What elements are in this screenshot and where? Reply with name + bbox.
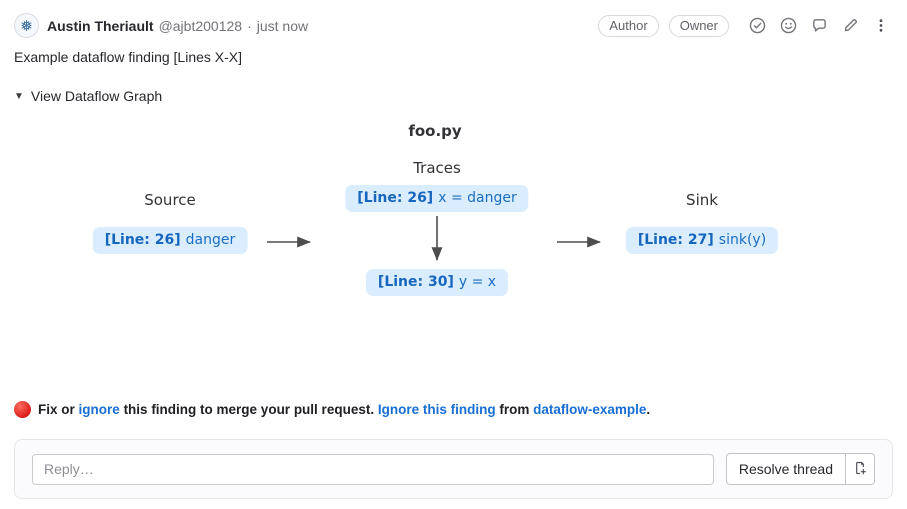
more-actions-button[interactable] [871, 15, 891, 36]
finding-title: Example dataflow finding [Lines X-X] [14, 49, 243, 65]
pencil-icon [842, 17, 859, 34]
source-node-code: danger [185, 232, 236, 248]
create-issue-icon [852, 460, 868, 479]
red-circle-icon [14, 401, 31, 418]
owner-badge: Owner [668, 14, 729, 37]
graph-sink-label: Sink [686, 191, 718, 209]
warning-text: Fix or ignore this finding to merge your… [38, 402, 650, 417]
avatar[interactable]: ❅ [14, 13, 39, 38]
chevron-down-icon: ▼ [14, 90, 24, 102]
meta-separator: · [247, 17, 252, 34]
sink-node-line: [Line: 27] [637, 232, 714, 248]
ignore-this-finding-link[interactable]: Ignore this finding [377, 402, 496, 417]
warning-seg-from: from [499, 402, 530, 417]
timestamp[interactable]: just now [256, 17, 309, 34]
create-issue-button[interactable] [846, 453, 875, 485]
dataflow-graph-toggle[interactable]: ▼ View Dataflow Graph [14, 88, 893, 104]
warning-seg-rest: this finding to merge your pull request. [123, 402, 375, 417]
trace-node-2: [Line: 30]y = x [365, 269, 509, 296]
source-node-line: [Line: 26] [104, 232, 181, 248]
sink-node: [Line: 27]sink(y) [625, 227, 779, 254]
merge-warning: Fix or ignore this finding to merge your… [14, 401, 893, 418]
trace-node-1-line: [Line: 26] [357, 190, 434, 206]
reply-container: Resolve thread [14, 439, 893, 499]
source-node: [Line: 26]danger [92, 227, 248, 254]
edit-button[interactable] [840, 15, 861, 36]
dataflow-graph-toggle-label: View Dataflow Graph [30, 88, 163, 104]
comment-icon [811, 17, 828, 34]
graph-traces-label: Traces [413, 159, 461, 177]
trace-node-2-code: y = x [458, 274, 497, 290]
smiley-icon [780, 17, 797, 34]
author-name[interactable]: Austin Theriault [47, 17, 154, 34]
trace-node-1: [Line: 26]x = danger [345, 185, 529, 212]
thread-actions: Resolve thread [725, 453, 875, 485]
trace-node-1-code: x = danger [438, 190, 517, 206]
resolve-check-button[interactable] [747, 15, 768, 36]
reply-input[interactable] [32, 453, 714, 485]
author-badge: Author [598, 14, 659, 37]
ignore-link[interactable]: ignore [78, 402, 120, 417]
emoji-reaction-button[interactable] [778, 15, 799, 36]
comment-header: ❅ Austin Theriault @ajbt200128 · just no… [0, 0, 907, 38]
dataflow-example-link[interactable]: dataflow-example [533, 402, 647, 417]
warning-seg-fix: Fix or [38, 402, 75, 417]
comment-button[interactable] [809, 15, 830, 36]
graph-file-label: foo.py [408, 122, 462, 140]
dataflow-graph: foo.py Traces Source Sink [Line: 26]dang… [0, 115, 907, 401]
warning-period: . [646, 402, 651, 417]
graph-source-label: Source [144, 191, 196, 209]
resolve-thread-button[interactable]: Resolve thread [725, 453, 846, 485]
check-circle-icon [749, 17, 766, 34]
author-handle[interactable]: @ajbt200128 [158, 17, 243, 34]
sink-node-code: sink(y) [718, 232, 767, 248]
kebab-menu-icon [873, 17, 889, 34]
trace-node-2-line: [Line: 30] [377, 274, 454, 290]
graph-arrows [267, 216, 601, 261]
header-actions: Author Owner [598, 14, 891, 37]
